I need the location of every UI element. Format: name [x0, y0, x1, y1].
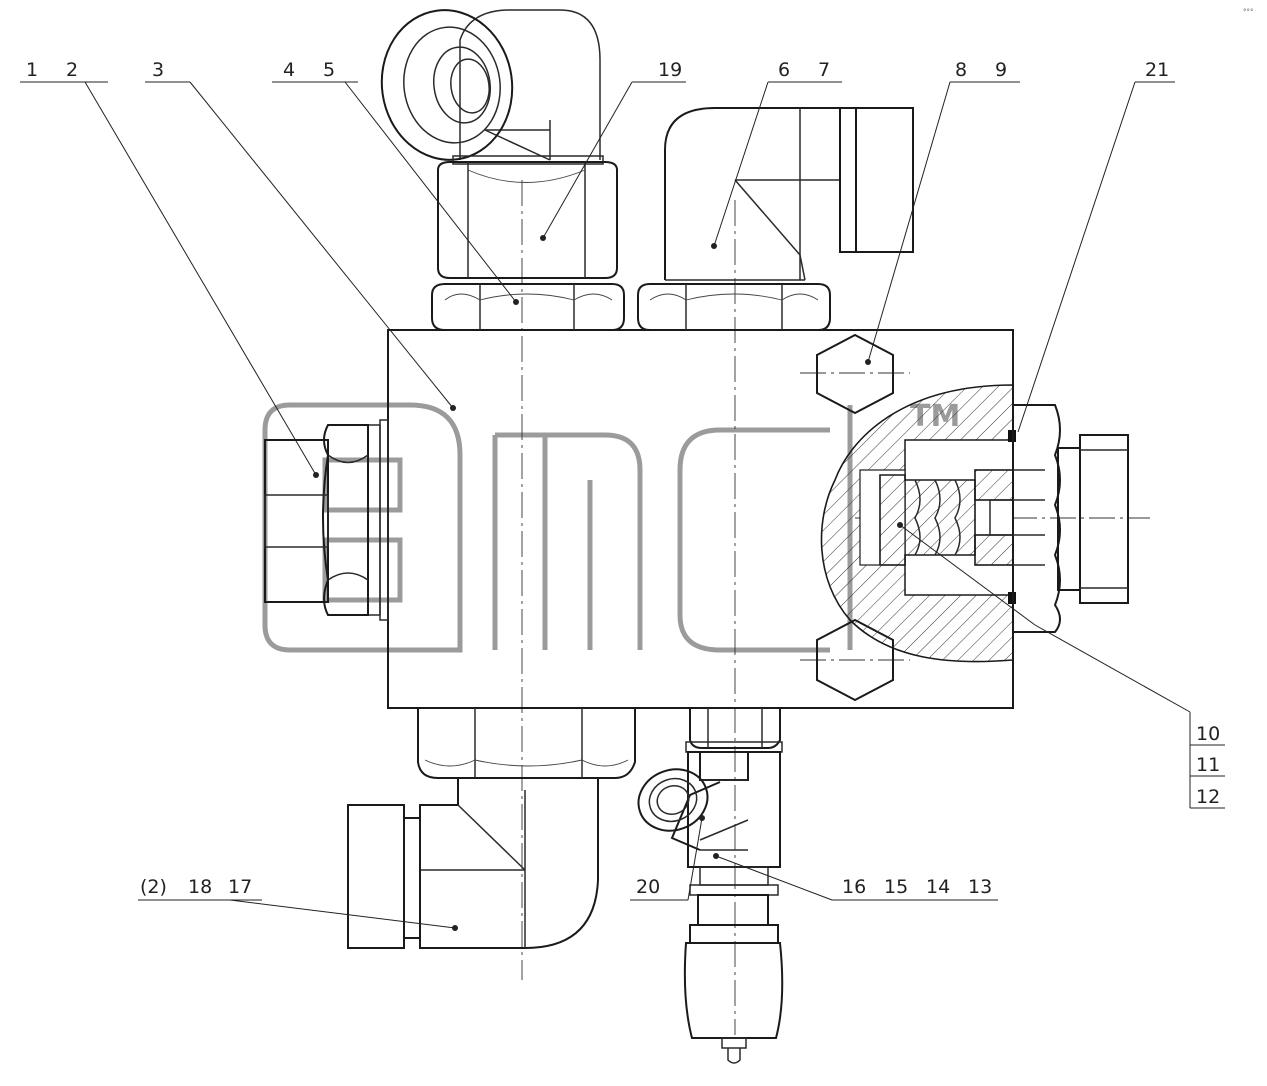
bottom-left-elbow-fitting — [347, 707, 636, 949]
callout-9: 9 — [995, 59, 1007, 81]
callout-5: 5 — [323, 59, 335, 81]
callout-4: 4 — [283, 59, 295, 81]
callout-3: 3 — [152, 59, 164, 81]
callout-12: 12 — [1196, 786, 1220, 808]
callout-18: 18 — [188, 876, 212, 898]
callout-labels: 1 2 3 4 5 19 6 7 8 9 21 10 11 12 (2) 18 … — [26, 59, 1220, 898]
sectioned-cartridge-valve — [820, 384, 1129, 663]
callout-7: 7 — [818, 59, 830, 81]
callout-16: 16 — [842, 876, 866, 898]
left-plug-fitting — [264, 419, 389, 621]
corner-mark: °°° — [1243, 8, 1254, 16]
callout-11: 11 — [1196, 754, 1220, 776]
callout-8: 8 — [955, 59, 967, 81]
callout-2-paren: (2) — [140, 876, 167, 898]
callout-19: 19 — [658, 59, 682, 81]
leader-lines — [20, 81, 1225, 931]
callout-20: 20 — [636, 876, 660, 898]
bottom-right-tee-fitting — [637, 707, 784, 1064]
callout-10: 10 — [1196, 723, 1220, 745]
callout-13: 13 — [968, 876, 992, 898]
callout-1: 1 — [26, 59, 38, 81]
callout-6: 6 — [778, 59, 790, 81]
callout-17: 17 — [228, 876, 252, 898]
callout-21: 21 — [1145, 59, 1169, 81]
callout-15: 15 — [884, 876, 908, 898]
bolt-top — [816, 333, 894, 415]
top-left-elbow-fitting — [380, 9, 625, 331]
callout-2: 2 — [66, 59, 78, 81]
callout-14: 14 — [926, 876, 950, 898]
top-right-elbow-fitting — [637, 107, 914, 331]
